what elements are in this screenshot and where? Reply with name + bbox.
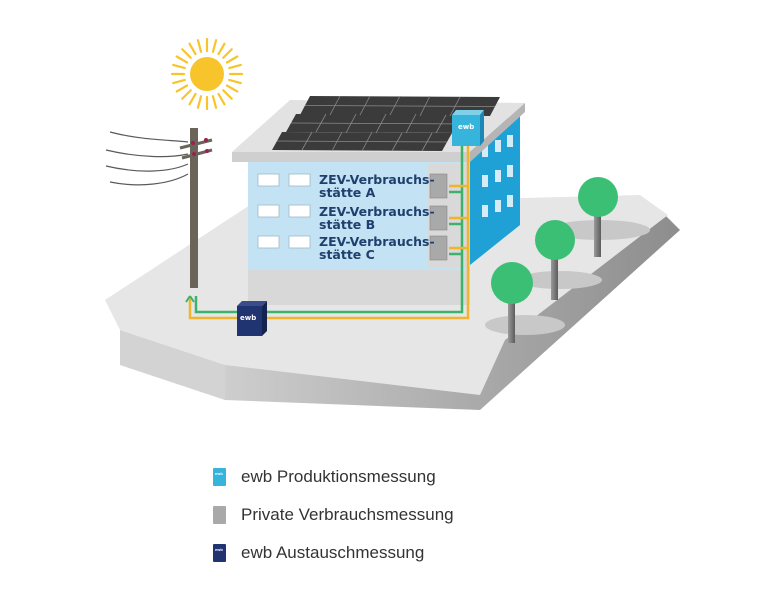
sun-ray	[225, 84, 239, 93]
sun-ray	[225, 55, 239, 64]
building-side	[470, 115, 520, 265]
legend-label-exchange: ewb Austauschmessung	[241, 543, 425, 562]
production-meter: ewb	[452, 110, 484, 146]
production-meter-icon: ewb	[213, 468, 226, 486]
sun-ray	[188, 92, 197, 106]
sun-ray	[217, 92, 226, 106]
unit-c-line2: stätte C	[319, 247, 375, 262]
sun-ray	[188, 42, 197, 56]
sun-ray	[211, 95, 218, 109]
legend-item-exchange: ewb ewb Austauschmessung	[213, 534, 454, 572]
sun-ray	[196, 95, 203, 109]
private-meter-c	[429, 235, 448, 261]
private-meter-icon	[213, 506, 226, 524]
exchange-meter-icon: ewb	[213, 544, 226, 562]
private-meters	[429, 173, 448, 261]
sun-ray	[211, 39, 218, 53]
sun-ray	[181, 89, 192, 100]
sun-ray	[228, 63, 242, 70]
unit-b-line1: ZEV-Verbrauchs-	[319, 204, 435, 219]
solar-panels	[272, 95, 500, 152]
sun-ray	[181, 48, 192, 59]
unit-label-b: ZEV-Verbrauchs- stätte B	[319, 205, 435, 231]
legend-item-production: ewb ewb Produktionsmessung	[213, 458, 454, 496]
private-meter-b	[429, 205, 448, 231]
sun-ray	[228, 78, 242, 85]
legend-item-private: Private Verbrauchsmessung	[213, 496, 454, 534]
private-meter-a	[429, 173, 448, 199]
exchange-meter-tag: ewb	[240, 314, 256, 322]
exchange-meter: ewb	[237, 301, 267, 336]
sun-ray	[222, 89, 233, 100]
sun-ray	[175, 84, 189, 93]
unit-label-a: ZEV-Verbrauchs- stätte A	[319, 173, 435, 199]
sun-ray	[217, 42, 226, 56]
sun-ray	[175, 55, 189, 64]
unit-label-c: ZEV-Verbrauchs- stätte C	[319, 235, 435, 261]
sun-icon	[170, 37, 244, 111]
legend-label-production: ewb Produktionsmessung	[241, 467, 436, 486]
production-meter-tag: ewb	[458, 123, 474, 131]
sun-ray	[222, 48, 233, 59]
unit-c-line1: ZEV-Verbrauchs-	[319, 234, 435, 249]
unit-b-line2: stätte B	[319, 217, 376, 232]
legend: ewb ewb Produktionsmessung Private Verbr…	[213, 458, 454, 572]
unit-a-line2: stätte A	[319, 185, 376, 200]
legend-label-private: Private Verbrauchsmessung	[241, 505, 454, 524]
utility-pole	[105, 128, 213, 288]
sun-ray	[172, 78, 186, 85]
trees	[485, 177, 650, 343]
unit-a-line1: ZEV-Verbrauchs-	[319, 172, 435, 187]
energy-lines	[185, 118, 470, 320]
sun-ray	[172, 63, 186, 70]
sun-ray	[196, 39, 203, 53]
